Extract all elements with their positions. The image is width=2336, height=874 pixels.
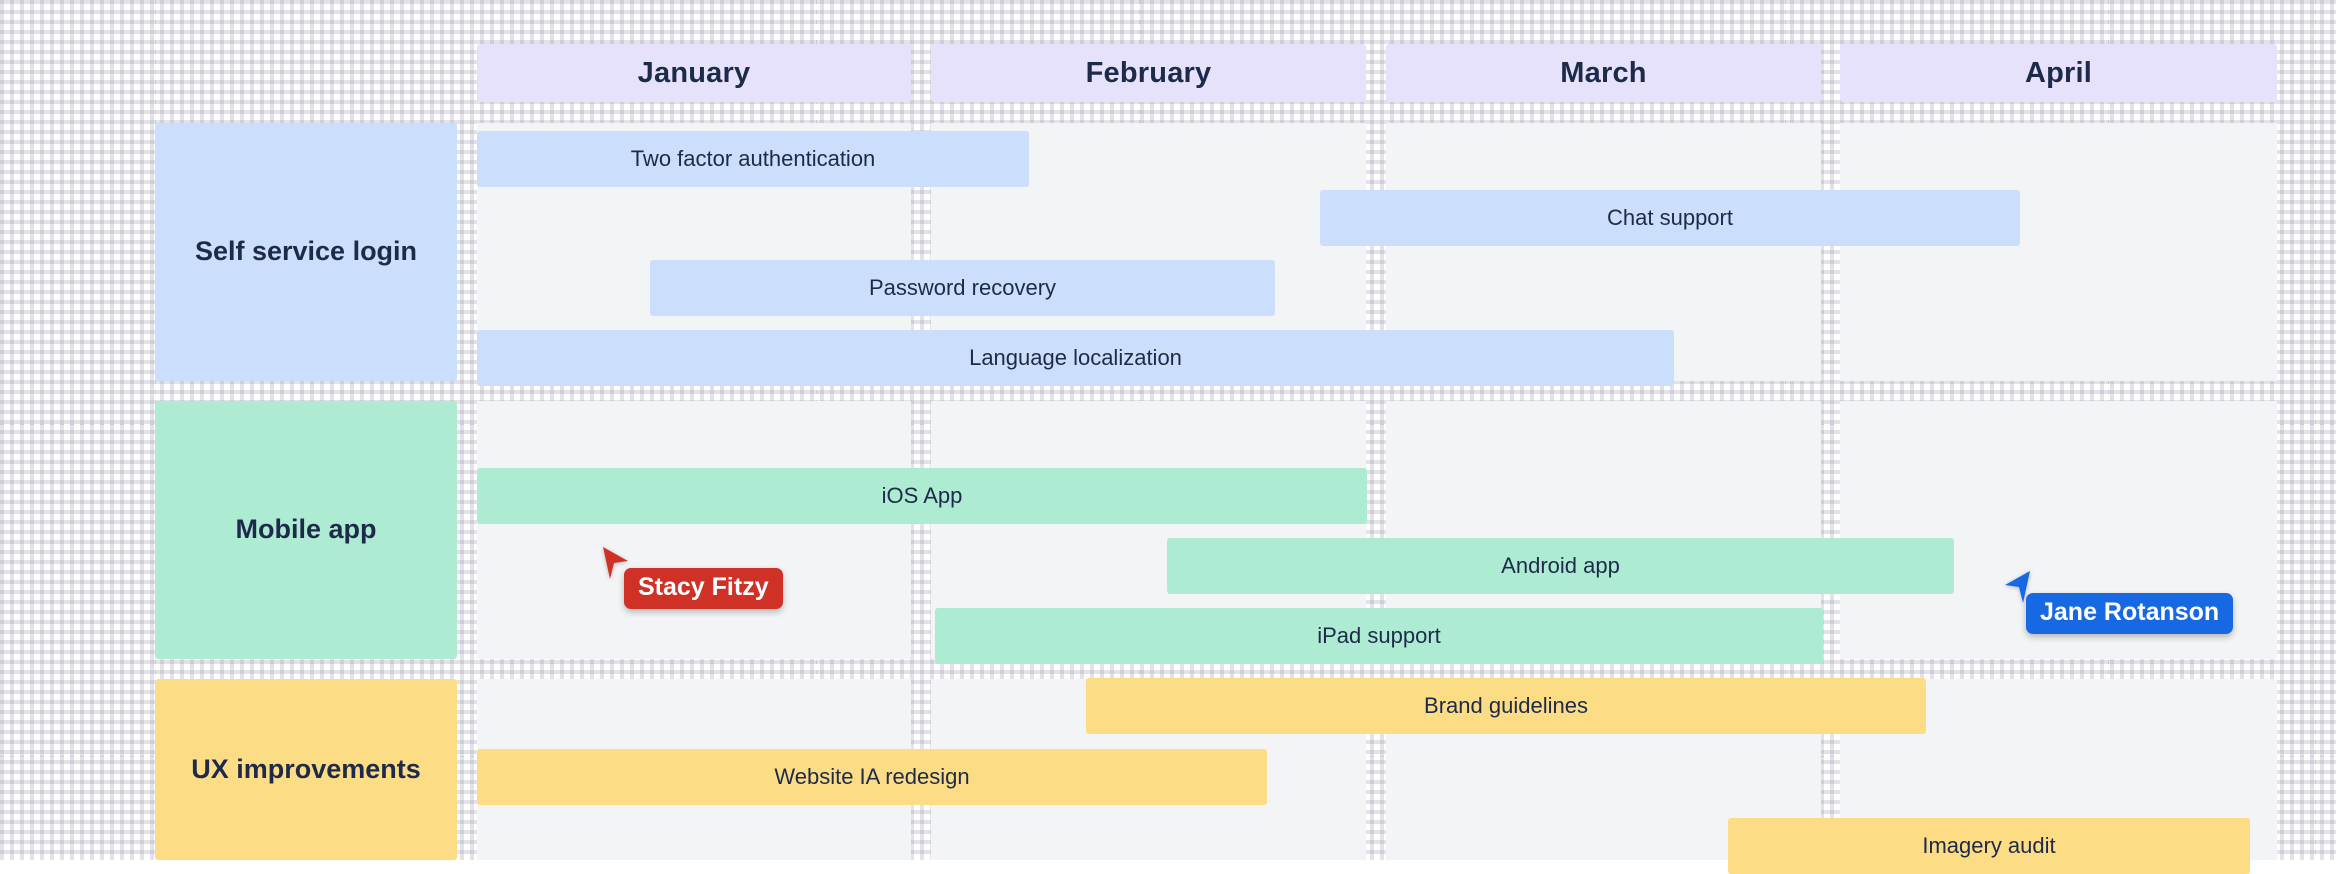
- cursor-name-tag: Stacy Fitzy: [624, 568, 783, 609]
- swimlane-label-mobile-app[interactable]: Mobile app: [155, 401, 457, 659]
- task-bar-label: Two factor authentication: [630, 146, 876, 171]
- month-header-march[interactable]: March: [1386, 44, 1821, 102]
- task-bar-label: Android app: [1501, 553, 1620, 578]
- cursor-name-tag: Jane Rotanson: [2026, 593, 2234, 634]
- task-bar[interactable]: Chat support: [1320, 190, 2020, 246]
- cursor-pointer-icon: [603, 547, 628, 579]
- task-bar[interactable]: iPad support: [935, 608, 1823, 664]
- task-bar-label: Website IA redesign: [774, 764, 970, 789]
- lane-month-track: [1840, 123, 2277, 381]
- task-bar-label: Imagery audit: [1922, 833, 2056, 858]
- month-header-january[interactable]: January: [477, 44, 911, 102]
- task-bar-label: Language localization: [969, 345, 1182, 370]
- month-header-label: April: [2024, 56, 2093, 89]
- month-header-february[interactable]: February: [931, 44, 1366, 102]
- month-header-label: March: [1560, 56, 1647, 89]
- swimlane-label-ux-improvements[interactable]: UX improvements: [155, 679, 457, 860]
- task-bar[interactable]: Android app: [1167, 538, 1954, 594]
- cursor-name-text: Jane Rotanson: [2040, 598, 2220, 626]
- task-bar[interactable]: Language localization: [477, 330, 1674, 386]
- task-bar-label: iPad support: [1317, 623, 1441, 648]
- grid-vertical-line-7: [2315, 0, 2316, 860]
- task-bar-label: Chat support: [1607, 205, 1733, 230]
- task-bar[interactable]: iOS App: [477, 468, 1367, 524]
- task-bar[interactable]: Password recovery: [650, 260, 1275, 316]
- month-header-label: January: [637, 56, 751, 89]
- cursor-name-text: Stacy Fitzy: [638, 573, 769, 601]
- swimlane-label-self-service-login[interactable]: Self service login: [155, 123, 457, 381]
- swimlane-label-text: UX improvements: [191, 753, 421, 784]
- swimlane-label-text: Mobile app: [235, 514, 377, 545]
- task-bar[interactable]: Brand guidelines: [1086, 678, 1926, 734]
- cursor-pointer-icon: [2005, 571, 2030, 603]
- task-bar-label: Password recovery: [868, 275, 1057, 300]
- month-header-label: February: [1085, 56, 1212, 89]
- lane-month-track: [477, 401, 911, 659]
- task-bar-label: iOS App: [881, 483, 963, 508]
- task-bar-label: Brand guidelines: [1424, 693, 1588, 718]
- task-bar[interactable]: Website IA redesign: [477, 749, 1267, 805]
- month-header-april[interactable]: April: [1840, 44, 2277, 102]
- swimlane-label-text: Self service login: [194, 236, 418, 267]
- task-bar[interactable]: Imagery audit: [1728, 818, 2250, 874]
- task-bar[interactable]: Two factor authentication: [477, 131, 1029, 187]
